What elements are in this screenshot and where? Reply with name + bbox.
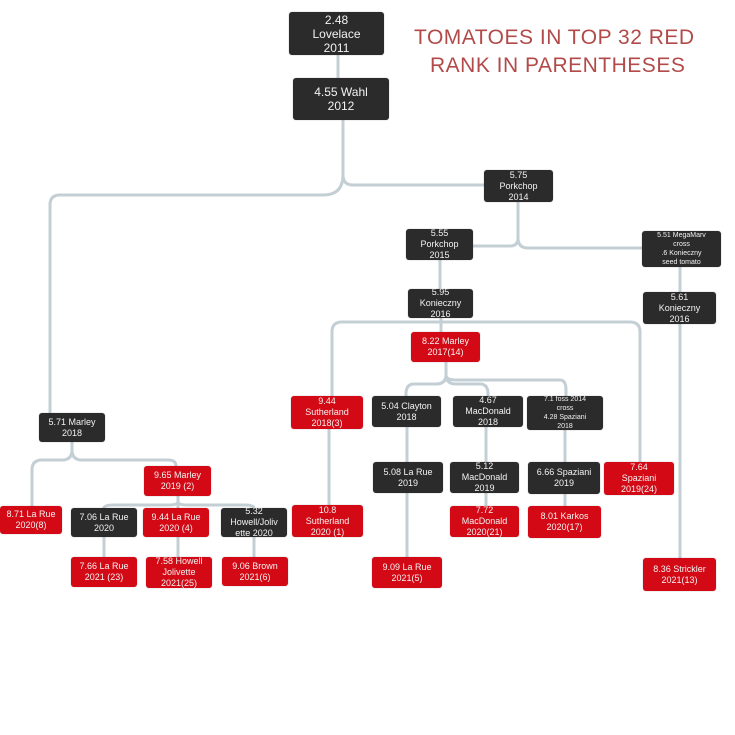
node-howell-jolivette-2020: 5.32 Howell/Joliv ette 2020	[221, 506, 287, 538]
connector	[70, 448, 178, 468]
node-larue-2020-706: 7.06 La Rue 2020	[71, 508, 137, 537]
node-konieczny-2016-b: 5.61 Konieczny 2016	[643, 292, 716, 324]
node-brown-2021: 9.06 Brown 2021(6)	[222, 557, 288, 586]
node-marley-2018: 5.71 Marley 2018	[39, 413, 105, 442]
node-larue-2020-8: 8.71 La Rue 2020(8)	[0, 506, 62, 534]
node-megamarv-cross: 5.51 MegaMarv cross .6 Konieczny seed to…	[642, 231, 721, 267]
node-larue-2021-5: 9.09 La Rue 2021(5)	[372, 557, 442, 588]
node-foss-spaziani-2018: 7.1 foss 2014 cross 4.28 Spaziani 2018	[527, 396, 603, 430]
node-spaziani-2019: 6.66 Spaziani 2019	[528, 462, 600, 494]
node-konieczny-2016-a: 5.95 Konieczny 2016	[408, 287, 473, 319]
connector	[176, 500, 256, 510]
connector	[439, 320, 642, 464]
node-clayton-2018: 5.04 Clayton 2018	[372, 396, 441, 427]
node-porkchop-2014: 5.75 Porkchop 2014	[484, 170, 553, 202]
node-karkos-2020: 8.01 Karkos 2020(17)	[528, 506, 601, 538]
connector	[444, 373, 490, 398]
connector	[404, 360, 448, 398]
diagram-subtitle: RANK IN PARENTHESES	[430, 54, 686, 77]
connector	[102, 494, 180, 510]
node-porkchop-2015: 5.55 Porkchop 2015	[406, 228, 473, 260]
node-macdonald-2018: 4.67 MacDonald 2018	[453, 395, 523, 427]
connector	[516, 236, 644, 250]
node-macdonald-2019: 5.12 MacDonald 2019	[450, 461, 519, 493]
node-sutherland-2020: 10.8 Sutherland 2020 (1)	[292, 505, 363, 537]
node-larue-2021-23: 7.66 La Rue 2021 (23)	[71, 557, 137, 587]
node-larue-2020-4: 9.44 La Rue 2020 (4)	[143, 508, 209, 537]
connector	[444, 373, 568, 398]
node-marley-2019: 9.65 Marley 2019 (2)	[144, 466, 211, 496]
connector	[471, 200, 520, 248]
node-lovelace-2011: 2.48 Lovelace 2011	[289, 12, 384, 55]
node-marley-2017: 8.22 Marley 2017(14)	[411, 332, 480, 362]
node-strickler-2021: 8.36 Strickler 2021(13)	[643, 558, 716, 591]
connector	[30, 440, 74, 508]
node-larue-2019: 5.08 La Rue 2019	[373, 462, 443, 493]
connector	[330, 320, 443, 398]
node-wahl-2012: 4.55 Wahl 2012	[293, 78, 389, 120]
node-spaziani-2019-red: 7.64 Spaziani 2019(24)	[604, 462, 674, 495]
connector	[48, 173, 345, 415]
node-howell-jolivette-2021: 7.58 Howell Jolivette 2021(25)	[146, 556, 212, 588]
diagram-title: TOMATOES IN TOP 32 RED	[414, 26, 695, 49]
node-macdonald-2020: 7.72 MacDonald 2020(21)	[450, 505, 519, 537]
node-sutherland-2018: 9.44 Sutherland 2018(3)	[291, 396, 363, 429]
connector	[341, 118, 486, 187]
